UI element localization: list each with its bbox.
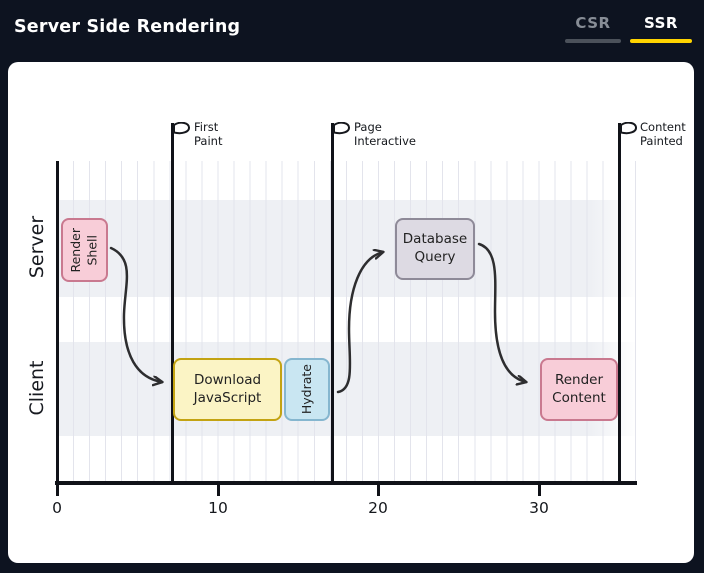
milestone-line-content-painted <box>618 123 621 483</box>
milestone-line-first-paint <box>171 123 174 483</box>
x-tick-label: 10 <box>208 499 228 517</box>
milestone-line-page-interactive <box>331 123 334 483</box>
task-render-content: Render Content <box>540 358 618 421</box>
x-tick-0 <box>55 484 59 496</box>
page-title: Server Side Rendering <box>14 17 241 37</box>
task-render-shell: Render Shell <box>61 218 108 282</box>
tab-csr[interactable]: CSR <box>565 14 621 43</box>
x-tick-20 <box>377 484 380 496</box>
flag-icon <box>620 122 637 135</box>
tab-ssr-label: SSR <box>644 14 678 32</box>
tab-ssr-underline <box>630 39 692 43</box>
x-tick-label: 20 <box>368 499 388 517</box>
tab-csr-label: CSR <box>575 14 611 32</box>
milestone-label-content-painted: Content Painted <box>640 120 686 148</box>
task-hydrate: Hydrate <box>284 358 330 421</box>
task-download-javascript: Download JavaScript <box>173 358 282 421</box>
x-axis-line <box>55 481 637 485</box>
milestone-label-page-interactive: Page Interactive <box>354 120 416 148</box>
x-tick-10 <box>216 484 220 496</box>
chart-panel: 0 10 20 30 Server Client First Paint Pag… <box>8 62 694 563</box>
header: Server Side Rendering CSR SSR <box>0 0 704 62</box>
tab-ssr[interactable]: SSR <box>630 14 692 43</box>
tab-bar: CSR SSR <box>565 14 692 43</box>
task-database-query: Database Query <box>395 218 475 280</box>
tab-csr-underline <box>565 39 621 43</box>
flag-icon <box>333 122 350 135</box>
y-axis-line <box>55 161 59 485</box>
grid-lines <box>57 161 637 483</box>
x-tick-30 <box>537 484 541 496</box>
x-tick-label: 30 <box>529 499 549 517</box>
milestone-label-first-paint: First Paint <box>194 120 223 148</box>
x-tick-label: 0 <box>52 499 62 517</box>
flag-icon <box>173 122 190 135</box>
